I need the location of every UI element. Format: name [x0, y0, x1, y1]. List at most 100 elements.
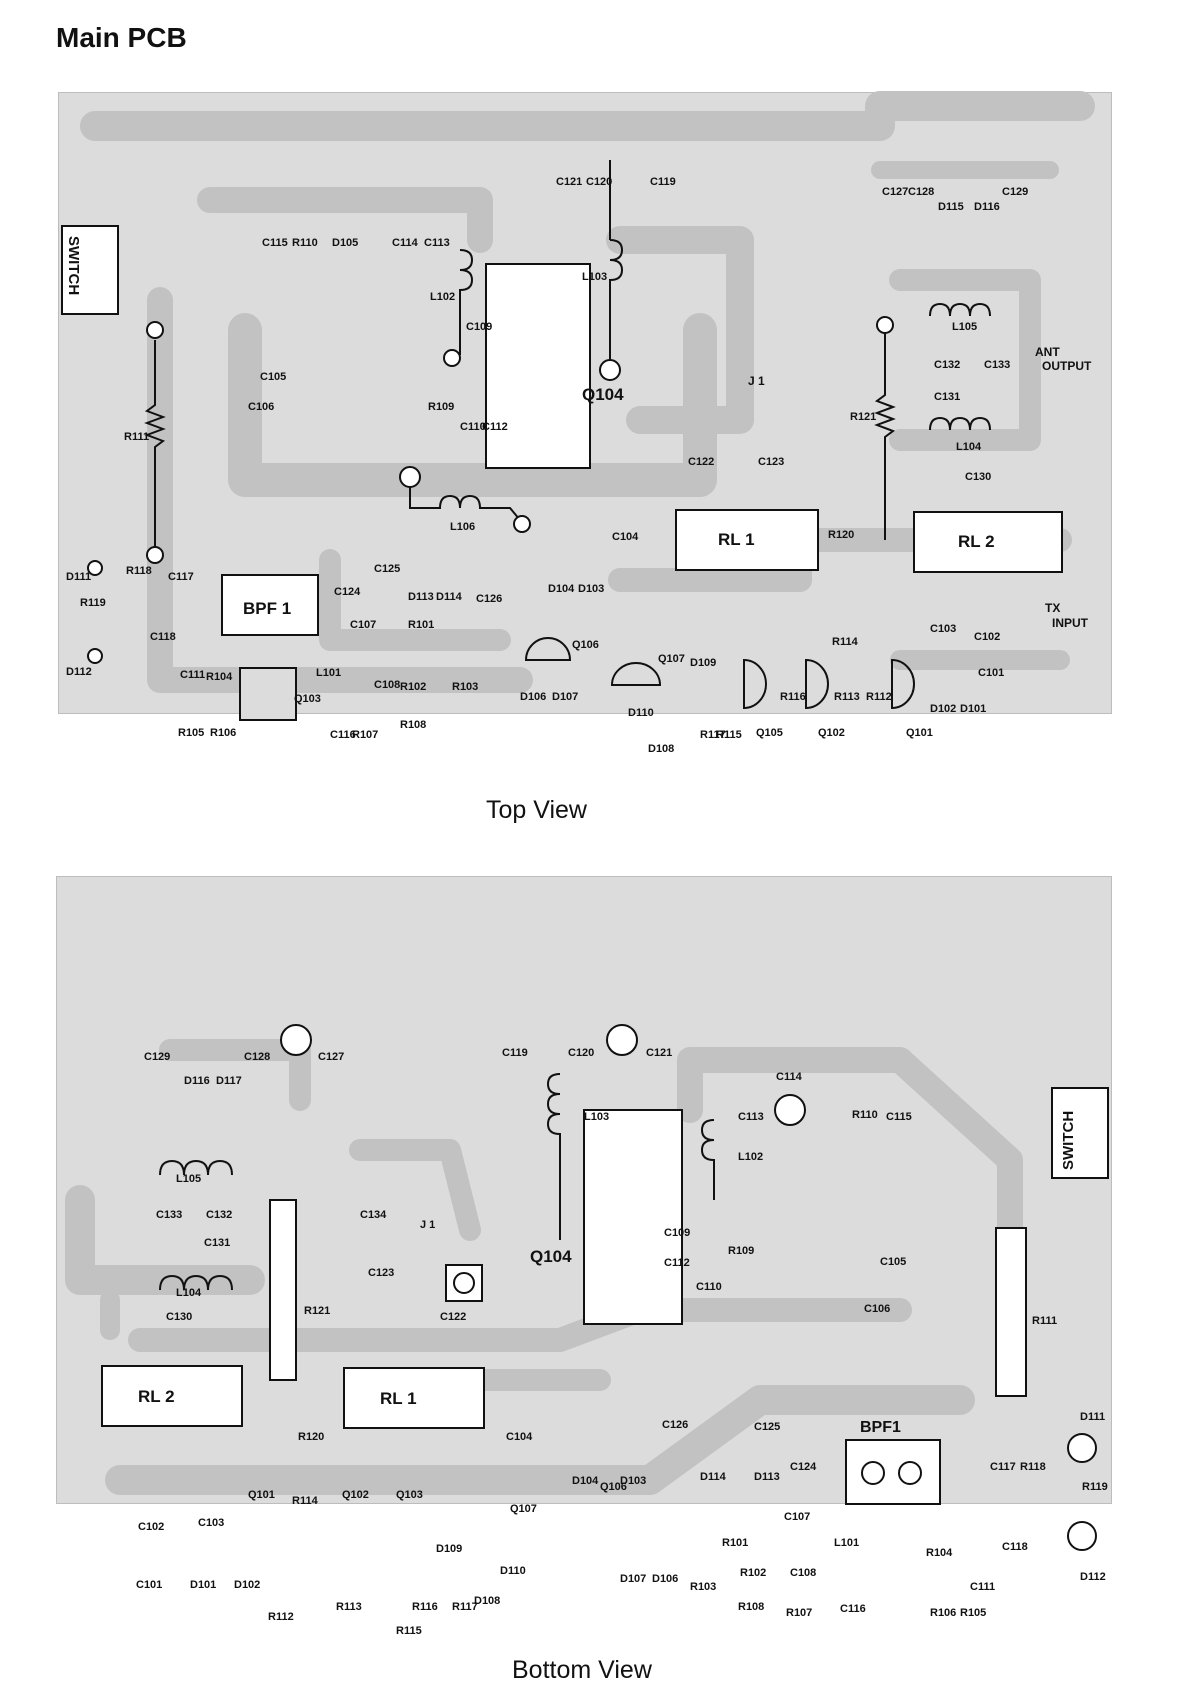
bottom-c122-rotor [453, 1272, 475, 1294]
top-l104-coil [929, 416, 991, 431]
top-label-r112: R112 [866, 691, 892, 703]
top-l106-coil [399, 466, 531, 533]
top-label-d106: D106 [520, 691, 546, 703]
top-label-c103: C103 [930, 623, 956, 635]
top-label-c109: C109 [466, 321, 492, 333]
bottom-d112-led [1067, 1521, 1097, 1551]
top-label-c116: C116 [330, 729, 356, 741]
bottom-label-r113: R113 [336, 1601, 362, 1613]
bottom-rl2-label: RL 2 [138, 1387, 175, 1406]
top-l103-coil [599, 160, 624, 381]
top-label-d105: D105 [332, 237, 358, 249]
top-label-d110: D110 [628, 707, 654, 719]
top-label-r104: R104 [206, 671, 233, 683]
top-label-q107: Q107 [658, 653, 685, 665]
top-label-r107: R107 [352, 729, 378, 741]
bottom-label-c116: C116 [840, 1603, 866, 1615]
bottom-label-r121: R121 [304, 1305, 330, 1317]
top-label-c112: C112 [482, 421, 508, 433]
top-label-c124: C124 [334, 586, 361, 598]
bottom-label-r115: R115 [396, 1625, 422, 1637]
bottom-label-r111: R111 [1032, 1315, 1057, 1327]
top-label-r101: R101 [408, 619, 434, 631]
top-label-c111: C111 [180, 669, 205, 681]
top-label-r120: R120 [828, 529, 854, 541]
bottom-switch-block [1051, 1087, 1109, 1179]
bottom-label-c114: C114 [776, 1071, 803, 1083]
top-label-r118: R118 [126, 565, 152, 577]
top-label-c105: C105 [260, 371, 286, 383]
top-label-l101: L101 [316, 667, 341, 679]
top-label-c108: C108 [374, 679, 400, 691]
bottom-d111-led [1067, 1433, 1097, 1463]
top-label-c121: C121 [556, 176, 582, 188]
top-label-c125: C125 [374, 563, 400, 575]
bottom-label-c122: C122 [440, 1311, 466, 1323]
bottom-label-d112: D112 [1080, 1571, 1106, 1583]
bottom-view: SWITCH Q104 RL 2 RL 1 BPF1 [65, 1024, 1109, 1637]
top-j1-label: J 1 [748, 374, 765, 388]
top-d111-led [87, 560, 103, 576]
top-input-label: INPUT [1052, 616, 1089, 630]
bottom-label-d106: D106 [652, 1573, 678, 1585]
bottom-view-caption: Bottom View [512, 1656, 652, 1684]
top-label-r109: R109 [428, 401, 454, 413]
bottom-label-d113: D113 [754, 1471, 780, 1483]
top-label-l106: L106 [450, 521, 475, 533]
bottom-label-r104: R104 [926, 1547, 953, 1559]
bottom-rl1-block [343, 1367, 485, 1429]
bottom-r111-body [995, 1227, 1027, 1397]
top-label-r119: R119 [80, 597, 106, 609]
top-label-q106: Q106 [572, 639, 599, 651]
top-r111-resistor [144, 321, 166, 564]
bottom-label-r109: R109 [728, 1245, 754, 1257]
top-q107-body [610, 662, 662, 686]
bottom-label-q106: Q106 [600, 1481, 627, 1493]
bottom-label-d101: D101 [190, 1579, 216, 1591]
bottom-l102-coil [700, 1119, 715, 1200]
bottom-label-l105: L105 [176, 1173, 201, 1185]
top-label-r111: R111 [124, 431, 149, 443]
bottom-label-d114: D114 [700, 1471, 727, 1483]
top-label-r121: R121 [850, 411, 876, 423]
bottom-label-r120: R120 [298, 1431, 324, 1443]
bottom-label-c127: C127 [318, 1051, 344, 1063]
bottom-label-r103: R103 [690, 1581, 716, 1593]
bottom-label-l104: L104 [176, 1287, 202, 1299]
top-label-q105: Q105 [756, 727, 783, 739]
bottom-label-l103: L103 [584, 1111, 609, 1123]
bottom-label-r108: R108 [738, 1601, 764, 1613]
top-label-c117: C117 [168, 571, 194, 583]
top-label-c107: C107 [350, 619, 376, 631]
top-label-c130: C130 [965, 471, 991, 483]
bottom-l105-coil [159, 1159, 233, 1176]
bottom-label-r105: R105 [960, 1607, 986, 1619]
top-label-d101: D101 [960, 703, 986, 715]
top-view: SWITCH Q104 BPF 1 RL 1 RL 2 [61, 91, 1095, 755]
top-label-c122: C122 [688, 456, 714, 468]
top-label-c113: C113 [424, 237, 450, 249]
bottom-label-c128: C128 [244, 1051, 270, 1063]
bottom-label-c125: C125 [754, 1421, 780, 1433]
bottom-bpf-adjuster-1 [861, 1461, 885, 1485]
top-label-r102: R102 [400, 681, 426, 693]
bottom-label-c123: C123 [368, 1267, 394, 1279]
bottom-label-c111: C111 [970, 1581, 995, 1593]
top-view-caption: Top View [486, 796, 587, 824]
bottom-rl1-label: RL 1 [380, 1389, 417, 1408]
bottom-label-d102: D102 [234, 1579, 260, 1591]
top-label-c120: C120 [586, 176, 612, 188]
bottom-label-r118: R118 [1020, 1461, 1046, 1473]
bottom-label-d110: D110 [500, 1565, 526, 1577]
top-label-d114: D114 [436, 591, 463, 603]
top-rl2-block [913, 511, 1063, 573]
bottom-q104-label: Q104 [530, 1247, 572, 1266]
bottom-label-c132: C132 [206, 1209, 232, 1221]
bottom-j1-label: J 1 [420, 1219, 435, 1231]
bottom-label-c117: C117 [990, 1461, 1016, 1473]
top-d112-led [87, 648, 103, 664]
top-label-c115: C115 [262, 237, 288, 249]
bottom-c121-electrolytic [606, 1024, 638, 1056]
bottom-label-c121: C121 [646, 1047, 672, 1059]
